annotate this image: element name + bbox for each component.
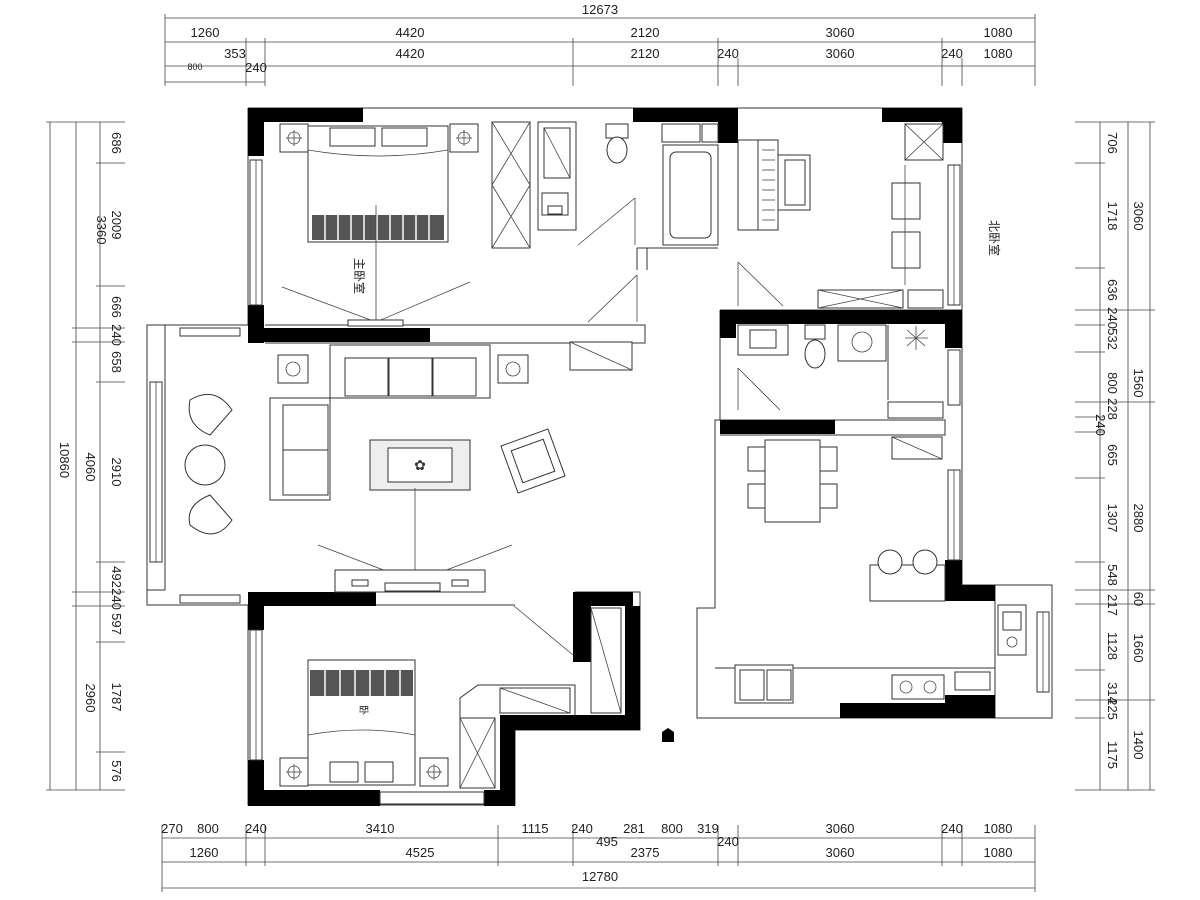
- left-inner-dim-9: 597: [109, 613, 124, 635]
- right-outer-dim-4: 60: [1131, 592, 1146, 606]
- second-bedroom-furniture: [279, 607, 622, 789]
- right-inner-dim-5: 532: [1105, 328, 1120, 350]
- left-inner-dim-6: 2910: [109, 458, 124, 487]
- right-inner-dim-15: 225: [1105, 698, 1120, 720]
- north-bedroom-furniture: [737, 123, 944, 309]
- right-inner-dim-7: 228: [1105, 398, 1120, 420]
- left-inner-dim-4: 240: [109, 324, 124, 346]
- bottom-dim-2-4: 240: [717, 834, 739, 849]
- kitchen-fixtures: [715, 604, 1027, 704]
- top-dim-1-3: 2120: [631, 25, 660, 40]
- right-inner-dim-6: 800: [1105, 372, 1120, 394]
- right-outer-dim-5: 1660: [1131, 634, 1146, 663]
- bottom-total-dim: 12780: [582, 869, 618, 884]
- right-outer-dim-6: 1400: [1131, 731, 1146, 760]
- bottom-dim-1-12: 240: [941, 821, 963, 836]
- right-inner-dim-16: 1175: [1105, 741, 1120, 769]
- second-bath-fixtures: [737, 324, 944, 419]
- bottom-dim-1-5: 1115: [522, 821, 549, 836]
- bottom-dim-2-2: 4525: [406, 845, 435, 860]
- left-inner-dim-1: 686: [109, 132, 124, 154]
- right-inner-dim-9: 665: [1105, 444, 1120, 466]
- bottom-dim-1-1: 270: [161, 821, 183, 836]
- bottom-dim-1-13: 1080: [984, 821, 1013, 836]
- bottom-dim-2-6: 1080: [984, 845, 1013, 860]
- entrance-arrow-icon: [662, 728, 674, 742]
- top-dim-3-1: 800: [187, 62, 202, 72]
- left-inner-dim-8: 240: [109, 588, 124, 610]
- right-dimension-lines: [1075, 121, 1155, 791]
- dining-furniture: [747, 436, 946, 602]
- master-bedroom-furniture: [279, 121, 531, 327]
- windows: [149, 159, 1050, 805]
- left-inner-dim-11: 576: [109, 760, 124, 782]
- bottom-dim-1-8: 281: [623, 821, 645, 836]
- top-dim-2-6: 240: [941, 46, 963, 61]
- second-bedroom-label: 卧: [357, 705, 370, 715]
- left-inner-dim-2: 2009: [109, 211, 124, 240]
- bottom-dim-1-3: 240: [245, 821, 267, 836]
- wall-blocks: [248, 108, 995, 806]
- bottom-dimension-lines: [161, 825, 1036, 892]
- top-total-dim: 12673: [582, 2, 618, 17]
- right-inner-dim-10: 1307: [1105, 504, 1120, 533]
- top-dim-2-5: 3060: [826, 46, 855, 61]
- bottom-dim-1-6: 240: [571, 821, 593, 836]
- bottom-dim-1-2: 800: [197, 821, 219, 836]
- right-inner-dim-8: 240: [1093, 414, 1108, 436]
- top-dim-1-2: 4420: [396, 25, 425, 40]
- left-inner-dim-3: 666: [109, 296, 124, 318]
- top-dimension-lines: [164, 14, 1036, 86]
- top-dim-1-1: 1260: [191, 25, 220, 40]
- right-outer-dim-3: 2880: [1131, 504, 1146, 533]
- master-bath-fixtures: [537, 121, 719, 323]
- right-inner-dim-14: 314: [1105, 682, 1120, 704]
- bottom-dim-1-7: 495: [596, 834, 618, 849]
- right-inner-dim-13: 1128: [1105, 632, 1120, 660]
- bottom-dim-2-1: 1260: [190, 845, 219, 860]
- right-inner-dim-12: 217: [1105, 594, 1120, 616]
- left-outer-dim-1: 3360: [94, 216, 109, 245]
- bottom-dim-1-4: 3410: [366, 821, 395, 836]
- right-inner-dim-4: 240: [1105, 307, 1120, 329]
- bottom-dim-1-10: 319: [697, 821, 719, 836]
- left-dimension-lines: [46, 121, 125, 791]
- top-dim-3-2: 240: [245, 60, 267, 75]
- top-dim-2-4: 240: [717, 46, 739, 61]
- top-dim-2-7: 1080: [984, 46, 1013, 61]
- right-inner-dim-2: 1718: [1105, 202, 1120, 231]
- north-bedroom-label: 北卧室: [987, 220, 1002, 256]
- left-inner-dim-7: 492: [109, 566, 124, 588]
- bottom-dim-1-11: 3060: [826, 821, 855, 836]
- left-inner-dim-10: 1787: [109, 683, 124, 712]
- living-room-furniture: ✿: [184, 341, 633, 656]
- svg-text:✿: ✿: [414, 457, 426, 473]
- top-dim-1-4: 3060: [826, 25, 855, 40]
- master-bedroom-label: 主卧室: [352, 258, 367, 294]
- top-dim-2-1: 353: [224, 46, 246, 61]
- left-inner-dim-5: 658: [109, 351, 124, 373]
- right-inner-dim-11: 548: [1105, 564, 1120, 586]
- left-outer-dim-4: 2960: [83, 684, 98, 713]
- right-outer-dim-2: 1560: [1131, 369, 1146, 398]
- top-dim-2-2: 4420: [396, 46, 425, 61]
- bottom-dim-1-9: 800: [661, 821, 683, 836]
- right-outer-dim-1: 3060: [1131, 202, 1146, 231]
- right-inner-dim-3: 636: [1105, 279, 1120, 301]
- top-dim-1-5: 1080: [984, 25, 1013, 40]
- top-dim-2-3: 2120: [631, 46, 660, 61]
- left-outer-dim-3: 4060: [83, 453, 98, 482]
- bottom-dim-2-5: 3060: [826, 845, 855, 860]
- left-outer-dim-2: 10860: [57, 442, 72, 478]
- right-inner-dim-1: 706: [1105, 132, 1120, 154]
- bottom-dim-2-3: 2375: [631, 845, 660, 860]
